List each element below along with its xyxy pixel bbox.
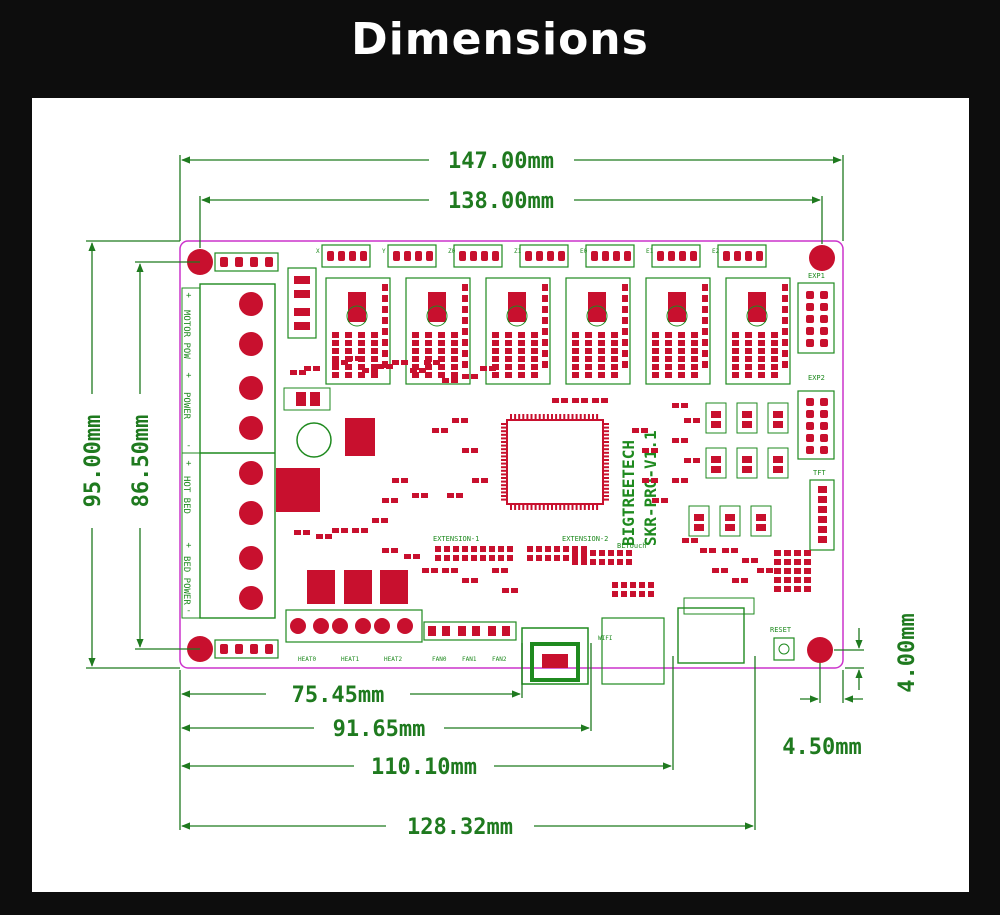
- dim-hole-offset-y: 4.00mm: [895, 613, 920, 692]
- label-exp2: EXP2: [808, 374, 825, 382]
- svg-text:-: -: [186, 441, 191, 451]
- label-fan0: FAN0: [432, 656, 447, 663]
- label-bltouch: BLTouch: [617, 542, 647, 550]
- heater-terminals: HEAT0 HEAT1 HEAT2: [285, 609, 423, 663]
- mount-hole-top-right: [809, 245, 835, 271]
- label-exp1: EXP1: [808, 272, 825, 280]
- label-bed-power: BED POWER: [181, 556, 191, 605]
- stepper-label: E2: [712, 248, 720, 255]
- board-model: SKR-PRO-V1.1: [641, 430, 660, 546]
- label-fan1: FAN1: [462, 656, 477, 663]
- mcu-chip: [501, 414, 609, 510]
- svg-text:+: +: [186, 371, 192, 381]
- board-brand: BIGTREETECH: [619, 440, 638, 546]
- svg-text:+: +: [186, 541, 192, 551]
- dim-width-holes: 138.00mm: [448, 189, 554, 214]
- svg-text:+: +: [186, 291, 192, 301]
- stepper-sockets: X Y Z0 Z1 E0 E1 E2: [316, 244, 791, 385]
- label-hot-bed: HOT_BED: [181, 476, 191, 514]
- label-heat1: HEAT1: [341, 656, 359, 663]
- svg-text:+: +: [186, 459, 192, 469]
- dim-75-45: 75.45mm: [292, 683, 385, 708]
- svg-text:-: -: [186, 606, 191, 616]
- dim-width-total: 147.00mm: [448, 149, 554, 174]
- label-extension-2: EXTENSION-2: [562, 535, 608, 543]
- label-fan2: FAN2: [492, 656, 507, 663]
- board-dimension-diagram: MOTOR_POW POWER HOT_BED BED POWER + + - + +…: [81, 149, 920, 840]
- stepper-label: Z1: [514, 248, 522, 255]
- mount-hole-bottom-right: [807, 637, 833, 663]
- diagram-panel: MOTOR_POW POWER HOT_BED BED POWER + + - + +…: [32, 98, 969, 892]
- label-heat0: HEAT0: [298, 656, 316, 663]
- dimension-lines: [86, 155, 864, 830]
- stepper-label: Y: [382, 248, 386, 255]
- pcb-board: MOTOR_POW POWER HOT_BED BED POWER + + - + +…: [179, 240, 844, 685]
- dim-91-65: 91.65mm: [333, 717, 426, 742]
- stepper-label: X: [316, 248, 320, 255]
- dim-height-total: 95.00mm: [81, 415, 106, 508]
- label-tft: TFT: [813, 469, 826, 477]
- label-motor-pow: MOTOR_POW: [181, 310, 191, 359]
- dim-128-32: 128.32mm: [407, 815, 513, 840]
- label-reset: RESET: [770, 626, 792, 634]
- dim-height-holes: 86.50mm: [129, 415, 154, 508]
- stepper-label: E1: [646, 248, 654, 255]
- label-extension-1: EXTENSION-1: [433, 535, 479, 543]
- label-power: POWER: [181, 392, 191, 420]
- label-heat2: HEAT2: [384, 656, 402, 663]
- fan-headers: FAN0 FAN1 FAN2: [423, 621, 517, 663]
- label-wifi: WIFI: [598, 635, 613, 642]
- stepper-label: E0: [580, 248, 588, 255]
- stepper-label: Z0: [448, 248, 456, 255]
- page-title: Dimensions: [351, 14, 649, 65]
- dim-hole-offset-x: 4.50mm: [782, 735, 861, 760]
- dim-110-10: 110.10mm: [371, 755, 477, 780]
